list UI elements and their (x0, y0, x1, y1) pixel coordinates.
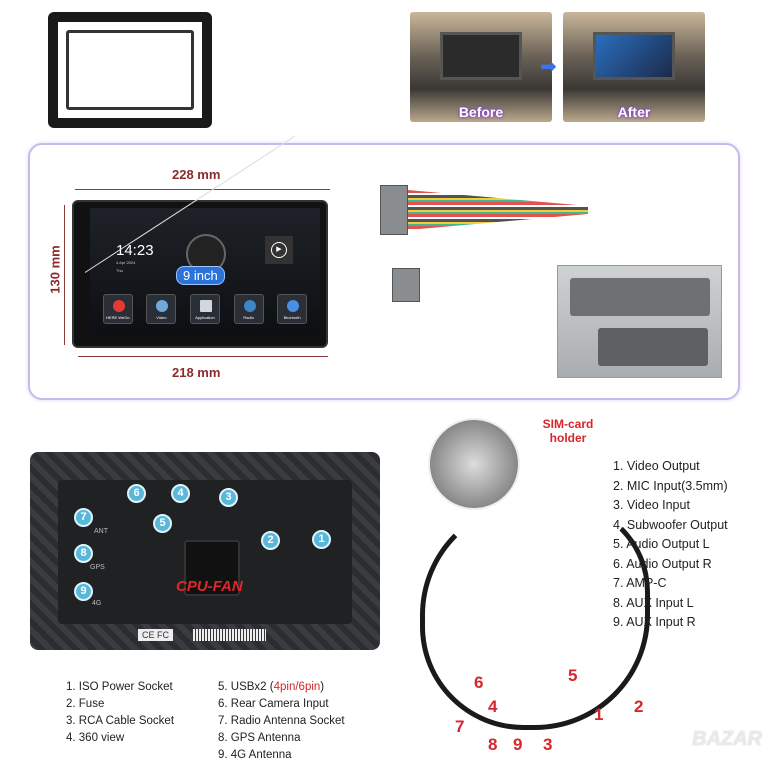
list-item: 6. Audio Output R (613, 556, 712, 571)
head-unit-screen: 14:23 4 Apr 2024 Thu ▶ 9 inch HERE WeGo … (72, 200, 328, 348)
list-item: 9. AUX Input R (613, 615, 696, 629)
barcode (192, 629, 266, 641)
day: Thu (116, 268, 123, 273)
list-item: 1. ISO Power Socket (66, 681, 173, 693)
before-photo: Before (410, 12, 552, 122)
harness-connector (392, 268, 420, 302)
dash-frame-image (48, 12, 212, 128)
cable-number: 5 (568, 666, 578, 685)
app-radio: Radio (233, 294, 264, 324)
clock: 14:23 (116, 242, 154, 259)
cable-number: 2 (634, 697, 644, 716)
callout-8: 8 (74, 544, 93, 563)
size-badge: 9 inch (176, 266, 225, 285)
dimension-line (64, 205, 65, 345)
after-photo: After (563, 12, 705, 122)
app-application: Application (189, 294, 220, 324)
list-item: 2. Fuse (66, 698, 105, 710)
list-item: 4. 360 view (66, 732, 125, 744)
cable-number: 3 (543, 735, 553, 754)
cable-number: 4 (488, 697, 498, 716)
cable-number: 8 (488, 735, 498, 754)
list-item: 4. Subwoofer Output (613, 517, 728, 532)
sim-card-holder-photo (428, 418, 520, 510)
list-item: 1. Video Output (613, 459, 700, 473)
dimension-line (75, 189, 330, 190)
arrow-right-icon: ➡ (540, 56, 557, 78)
after-label: After (617, 104, 651, 120)
list-item: 9. 4G Antenna (218, 749, 292, 761)
cable-number: 7 (455, 717, 465, 736)
callout-4: 4 (171, 484, 190, 503)
cable-number: 1 (594, 705, 604, 724)
harness-connector (380, 185, 408, 235)
width-bottom-label: 218 mm (172, 365, 221, 380)
list-item: 3. Video Input (613, 498, 690, 512)
socket-list-right: 5. USBx2 (4pin/6pin) 6. Rear Camera Inpu… (218, 679, 345, 764)
gps-label: GPS (90, 564, 105, 571)
list-item: 7. AMP-C (613, 576, 667, 590)
cable-number: 6 (474, 673, 484, 692)
list-item: 5. USBx2 (4pin/6pin) (218, 681, 325, 693)
watermark: BAZAR (692, 728, 762, 750)
unit-back-panel: CPU-FAN 1 2 3 4 5 6 7 8 9 ANT GPS 4G CE … (30, 452, 380, 650)
app-video: Video (146, 294, 177, 324)
width-top-label: 228 mm (172, 167, 221, 182)
callout-5: 5 (153, 514, 172, 533)
dimensions-panel (28, 143, 740, 400)
cpu-fan-label: CPU-FAN (176, 578, 243, 595)
list-item: 8. AUX Input L (613, 595, 694, 610)
dimension-line (78, 356, 328, 357)
cable-output-list: 1. Video Output 2. MIC Input(3.5mm) 3. V… (613, 457, 728, 633)
callout-7: 7 (74, 508, 93, 527)
sim-card-holder-label: SIM-card holder (542, 417, 594, 445)
app-here-wego: HERE WeGo (102, 294, 133, 324)
callout-1: 1 (312, 530, 331, 549)
callout-9: 9 (74, 582, 93, 601)
list-item: 3. RCA Cable Socket (66, 715, 175, 727)
callout-3: 3 (219, 488, 238, 507)
app-bluetooth: Bluetooth (277, 294, 308, 324)
4g-label: 4G (92, 600, 102, 607)
list-item: 8. GPS Antenna (218, 732, 301, 744)
connector-closeup-photo (557, 265, 722, 378)
rca-cable-photo (420, 500, 650, 730)
list-item: 6. Rear Camera Input (218, 698, 329, 710)
list-item: 7. Radio Antenna Socket (218, 715, 345, 727)
callout-6: 6 (127, 484, 146, 503)
date: 4 Apr 2024 (116, 260, 136, 265)
ant-label: ANT (94, 528, 108, 535)
before-label: Before (458, 104, 504, 120)
play-button: ▶ (265, 236, 293, 264)
cable-number: 9 (513, 735, 523, 754)
certification-label: CE FC (138, 629, 173, 641)
callout-2: 2 (261, 531, 280, 550)
height-label: 130 mm (47, 245, 63, 294)
cpu-fan-icon (184, 540, 240, 596)
socket-list-left: 1. ISO Power Socket 2. Fuse 3. RCA Cable… (66, 679, 174, 747)
list-item: 5. Audio Output L (613, 537, 710, 551)
list-item: 2. MIC Input(3.5mm) (613, 478, 728, 493)
